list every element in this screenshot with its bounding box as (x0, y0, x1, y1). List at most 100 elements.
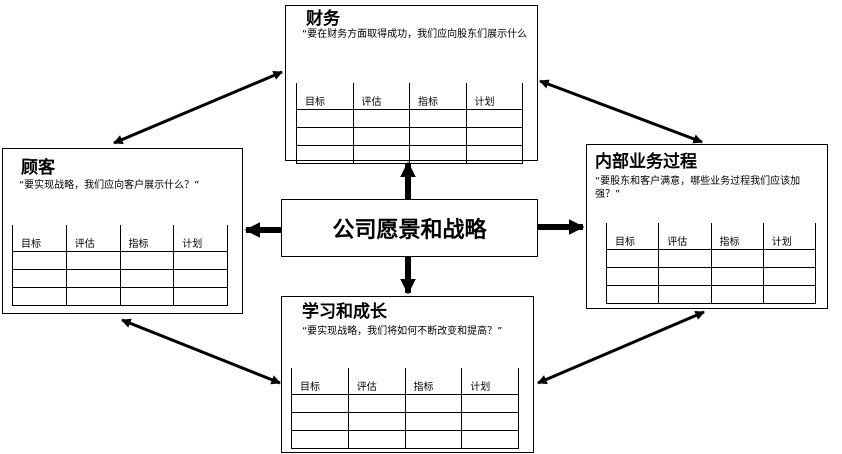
table-cell (12, 251, 67, 270)
table-cell (347, 412, 406, 431)
table-cell (465, 109, 523, 128)
center-label: 公司愿景和战略 (332, 218, 487, 243)
table-cell (762, 249, 817, 268)
table-cell (710, 285, 764, 304)
table-row (605, 267, 817, 286)
table-cell (119, 269, 175, 288)
table-cell (409, 109, 467, 128)
panel-finance-question: “要在财务方面取得成功，我们应向股东们展示什么 (302, 29, 528, 40)
col-header-plan: 计划 (173, 225, 228, 252)
col-header-target: 指标 (119, 225, 175, 252)
col-header-target: 指标 (710, 223, 764, 250)
table-cell (119, 287, 175, 306)
table-row (296, 145, 523, 164)
table-cell (710, 267, 764, 286)
table-cell (658, 249, 712, 268)
col-header-goal: 目标 (12, 225, 67, 252)
panel-customer-title: 顾客 (21, 158, 55, 178)
table-cell (605, 249, 660, 268)
table-cell (461, 412, 519, 431)
table-cell (352, 109, 410, 128)
table-cell (65, 269, 121, 288)
arrow-customer-finance (113, 70, 283, 145)
panel-customer-question: “要实现战略，我们应向客户展示什么？” (19, 180, 200, 191)
table-row (605, 249, 817, 268)
table-cell (12, 269, 67, 288)
col-header-plan: 计划 (461, 368, 519, 395)
arrow-learning-internal (537, 310, 705, 385)
table-cell (762, 267, 817, 286)
panel-internal-process: 内部业务过程 “要股东和客户满意，哪些业务过程我们应该加强？” 目标 评估 指标… (586, 144, 828, 309)
table-cell (461, 394, 519, 413)
panel-customer: 顾客 “要实现战略，我们应向客户展示什么？” 目标 评估 指标 计划 (2, 148, 243, 314)
table-header-row: 目标 评估 指标 计划 (291, 368, 519, 395)
table-cell (173, 251, 228, 270)
table-cell (119, 251, 175, 270)
table-cell (762, 285, 817, 304)
table-cell (605, 267, 660, 286)
table-cell (12, 287, 67, 306)
col-header-measure: 评估 (658, 223, 712, 250)
panel-finance-title: 财务 (306, 9, 340, 29)
col-header-measure: 评估 (65, 225, 121, 252)
kpi-table-finance: 目标 评估 指标 计划 (296, 83, 523, 164)
panel-finance: 财务 “要在财务方面取得成功，我们应向股东们展示什么 目标 评估 指标 计划 (285, 5, 538, 164)
table-cell (409, 127, 467, 146)
col-header-measure: 评估 (352, 83, 410, 110)
table-cell (291, 412, 349, 431)
table-cell (352, 127, 410, 146)
kpi-table-internal: 目标 评估 指标 计划 (605, 223, 817, 304)
table-cell (296, 109, 354, 128)
table-cell (296, 145, 354, 164)
table-cell (352, 145, 410, 164)
table-cell (658, 267, 712, 286)
table-cell (461, 430, 519, 449)
table-header-row: 目标 评估 指标 计划 (12, 225, 228, 252)
col-header-goal: 目标 (605, 223, 660, 250)
panel-learning-growth: 学习和成长 “要实现战略，我们将如何不断改变和提高？” 目标 评估 指标 计划 (281, 296, 534, 453)
table-cell (65, 287, 121, 306)
panel-learning-title: 学习和成长 (302, 302, 387, 322)
table-cell (347, 430, 406, 449)
table-cell (173, 287, 228, 306)
table-row (12, 287, 228, 306)
col-header-target: 指标 (404, 368, 463, 395)
col-header-plan: 计划 (762, 223, 817, 250)
table-cell (291, 394, 349, 413)
panel-internal-title: 内部业务过程 (595, 152, 697, 172)
table-row (12, 251, 228, 270)
panel-internal-question: “要股东和客户满意，哪些业务过程我们应该加强？” (595, 176, 801, 200)
table-row (296, 109, 523, 128)
table-cell (347, 394, 406, 413)
center-vision-strategy-box: 公司愿景和战略 (281, 199, 538, 257)
panel-learning-question: “要实现战略，我们将如何不断改变和提高？” (302, 326, 503, 337)
table-cell (291, 430, 349, 449)
table-row (12, 269, 228, 288)
table-row (296, 127, 523, 146)
table-cell (465, 127, 523, 146)
table-row (291, 430, 519, 449)
table-header-row: 目标 评估 指标 计划 (605, 223, 817, 250)
table-cell (409, 145, 467, 164)
table-cell (404, 394, 463, 413)
table-cell (173, 269, 228, 288)
table-cell (296, 127, 354, 146)
col-header-goal: 目标 (291, 368, 349, 395)
col-header-plan: 计划 (465, 83, 523, 110)
table-row (291, 394, 519, 413)
col-header-target: 指标 (409, 83, 467, 110)
table-cell (605, 285, 660, 304)
table-cell (710, 249, 764, 268)
col-header-measure: 评估 (347, 368, 406, 395)
table-cell (404, 430, 463, 449)
kpi-table-learning: 目标 评估 指标 计划 (291, 368, 519, 449)
kpi-table-customer: 目标 评估 指标 计划 (12, 225, 228, 306)
table-cell (404, 412, 463, 431)
arrow-finance-internal (539, 79, 703, 144)
table-cell (465, 145, 523, 164)
col-header-goal: 目标 (296, 83, 354, 110)
table-row (291, 412, 519, 431)
table-row (605, 285, 817, 304)
table-cell (658, 285, 712, 304)
